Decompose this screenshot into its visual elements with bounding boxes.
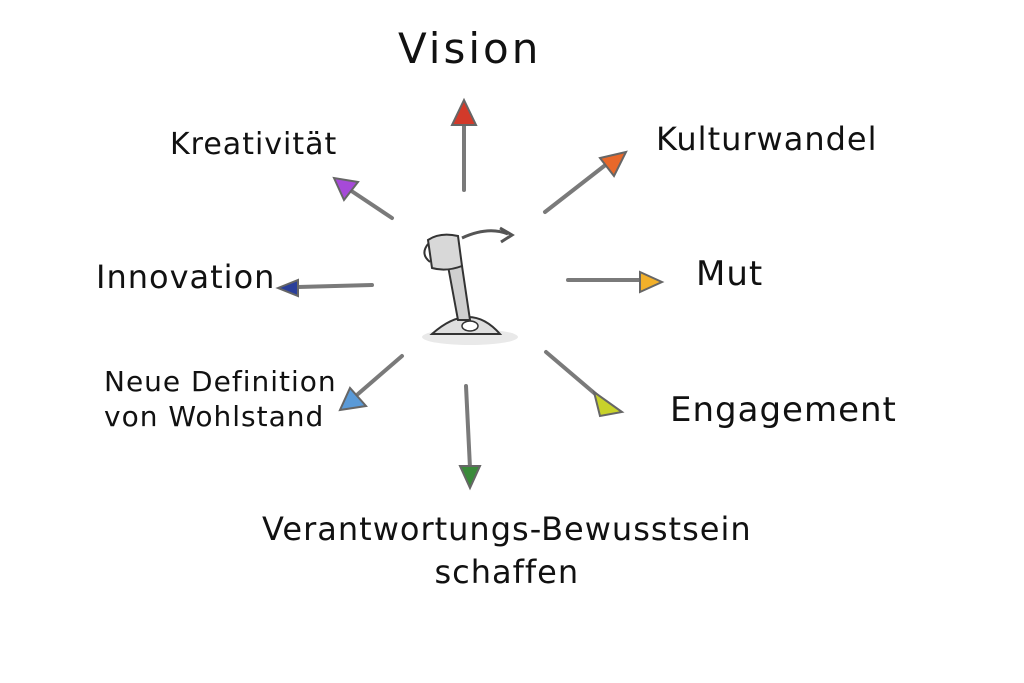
label-engagement: Engagement (670, 390, 897, 430)
label-verant-line1: Verantwortungs-Bewusstsein (262, 510, 752, 548)
arrow-engagement (544, 350, 625, 418)
arrow-vision (450, 97, 478, 192)
arrow-neue-definition (338, 354, 404, 412)
label-kulturwandel: Kulturwandel (656, 120, 878, 158)
arrow-kulturwandel (543, 150, 628, 214)
label-neue-line1: Neue Definition (104, 365, 337, 398)
arrow-mut (566, 270, 665, 294)
label-neue-line2: von Wohlstand (104, 400, 325, 433)
label-vision: Vision (398, 24, 542, 73)
label-kreativitaet: Kreativität (170, 127, 338, 162)
arrow-verantwortung (458, 384, 482, 491)
label-verant-line2: schaffen (434, 553, 580, 592)
arrow-innovation (275, 278, 374, 298)
arrow-kreativitaet (332, 176, 394, 220)
label-verantwortung: Verantwortungs-Bewusstsein schaffen (262, 508, 752, 594)
joystick-icon (422, 226, 518, 345)
label-mut: Mut (696, 254, 764, 294)
label-innovation: Innovation (96, 258, 276, 296)
label-neue-definition: Neue Definition von Wohlstand (104, 364, 337, 434)
